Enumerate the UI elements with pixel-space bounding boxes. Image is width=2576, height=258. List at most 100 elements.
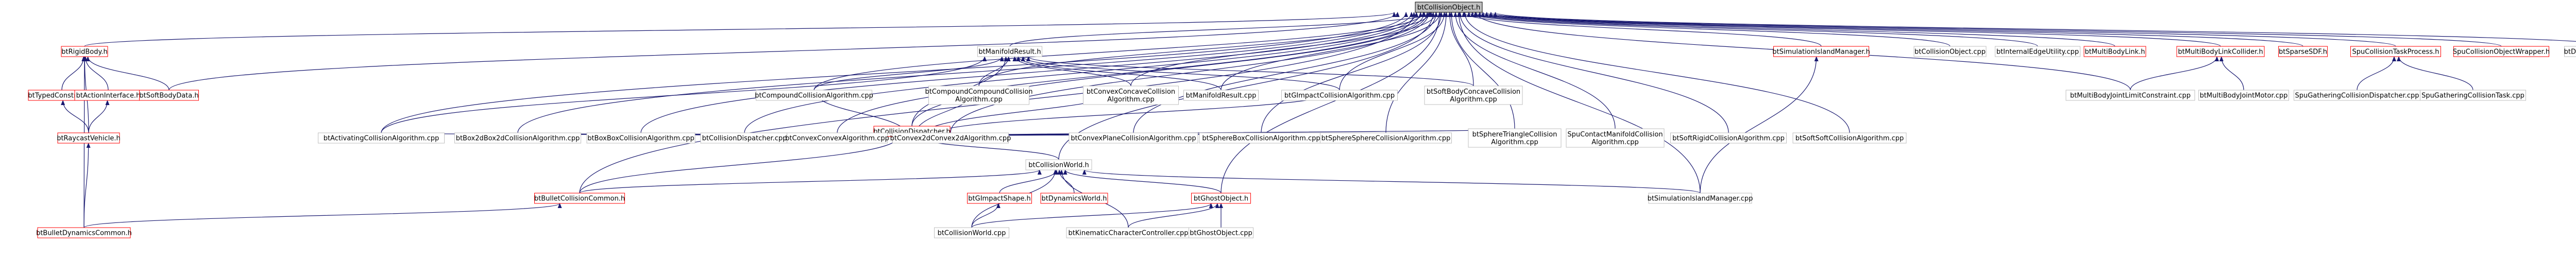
file-node[interactable]: btRigidBody.h (61, 46, 108, 57)
node-label: SpuGatheringCollisionTask.cpp (2421, 92, 2524, 100)
file-node[interactable]: btCollisionDispatcher.cpp (700, 132, 789, 144)
file-node[interactable]: btDefaultSoftBodySolver.cpp (2564, 46, 2576, 57)
node-label: btGhostObject.cpp (1190, 230, 1252, 237)
file-node[interactable]: btCollisionObject.cpp (1913, 46, 1987, 57)
node-box (2564, 46, 2576, 57)
dependency-edge (1449, 12, 1515, 129)
node-label: btMultiBodyLinkCollider.h (2178, 48, 2263, 56)
file-node[interactable]: btSphereBoxCollisionAlgorithm.cpp (1199, 132, 1324, 144)
file-node[interactable]: btSphereSphereCollisionAlgorithm.cpp (1320, 132, 1452, 144)
dependency-edge (1016, 56, 1222, 91)
dependency-edge (381, 12, 1408, 133)
dependency-edge (1462, 12, 1822, 47)
node-box (2278, 46, 2328, 57)
node-box (1415, 2, 1483, 13)
file-node[interactable]: btCollisionWorld.cpp (934, 227, 1009, 238)
dependency-edge (1130, 12, 1438, 87)
file-node[interactable]: btDynamicsWorld.h (1040, 193, 1108, 204)
file-node[interactable]: btSimulationIslandManager.cpp (1648, 193, 1753, 204)
file-node[interactable]: btSoftSoftCollisionAlgorithm.cpp (1792, 132, 1907, 144)
node-label: btRaycastVehicle.h (57, 135, 121, 143)
file-node[interactable]: btGhostObject.cpp (1189, 227, 1253, 238)
node-box (61, 46, 108, 57)
node-label: btCollisionWorld.cpp (938, 230, 1006, 237)
node-label: btConvexConvexAlgorithm.cpp (785, 135, 889, 143)
file-node[interactable]: SpuCollisionObjectWrapper.h (2453, 46, 2550, 57)
node-box (1648, 193, 1752, 204)
node-label: btSoftRigidCollisionAlgorithm.cpp (1672, 135, 1785, 143)
file-node[interactable]: btBox2dBox2dCollisionAlgorithm.cpp (454, 132, 581, 144)
node-box (1189, 227, 1253, 238)
dependency-edge (1261, 12, 1444, 133)
node-box (1566, 128, 1665, 148)
node-box (1670, 132, 1787, 144)
node-box (756, 90, 872, 101)
file-node[interactable]: btMultiBodyLink.h (2083, 46, 2146, 57)
dependency-edge (1021, 56, 1340, 91)
file-node[interactable]: btBulletDynamicsCommon.h (36, 227, 132, 238)
file-node[interactable]: btManifoldResult.cpp (1183, 90, 1259, 101)
node-label-line: Algorithm.cpp (1591, 139, 1638, 146)
file-node[interactable]: btCollisionWorld.h (1025, 159, 1092, 170)
file-node[interactable]: btGImpactCollisionAlgorithm.cpp (1281, 90, 1398, 101)
node-box (1792, 132, 1907, 144)
file-node[interactable]: btConvexPlaneCollisionAlgorithm.cpp (1069, 132, 1198, 144)
node-box (1040, 193, 1108, 204)
file-node[interactable]: btBoxBoxCollisionAlgorithm.cpp (586, 132, 696, 144)
file-node[interactable]: btManifoldResult.h (977, 46, 1042, 57)
dependency-edge (1467, 12, 1951, 47)
node-box (1773, 46, 1869, 57)
file-node[interactable]: btSoftBodyData.h (139, 90, 199, 101)
node-label: btCollisionDispatcher.cpp (702, 135, 787, 143)
node-box (586, 132, 696, 144)
file-node[interactable]: btGhostObject.h (1191, 193, 1251, 204)
node-label: btBulletCollisionCommon.h (534, 195, 625, 203)
dependency-edge (61, 100, 89, 133)
file-node[interactable]: btConvex2dConvex2dAlgorithm.cpp (890, 132, 1011, 144)
file-node[interactable]: btActivatingCollisionAlgorithm.cpp (318, 132, 445, 144)
node-label: btInternalEdgeUtility.cpp (1996, 48, 2079, 56)
file-node[interactable]: btKinematicCharacterController.cpp (1066, 227, 1191, 238)
dependency-edge (1456, 12, 1701, 194)
dependency-edge (83, 143, 91, 228)
node-label: btConvex2dConvex2dAlgorithm.cpp (890, 135, 1011, 143)
file-node[interactable]: btMultiBodyLinkCollider.h (2176, 46, 2265, 57)
file-node[interactable]: btActionInterface.h (74, 90, 142, 101)
dependency-edge (1063, 169, 1222, 194)
node-box (2176, 46, 2265, 57)
file-node[interactable]: btInternalEdgeUtility.cpp (1995, 46, 2080, 57)
file-node[interactable]: btCompoundCollisionAlgorithm.cpp (755, 90, 873, 101)
dependency-edge (86, 56, 170, 91)
file-node[interactable]: btBulletCollisionCommon.h (534, 193, 625, 204)
file-node[interactable]: btMultiBodyJointMotor.cpp (2198, 90, 2289, 101)
dependency-edge (1478, 12, 2221, 47)
file-node[interactable]: SpuCollisionTaskProcess.h (2350, 46, 2441, 57)
dependency-edge (1458, 12, 1729, 133)
node-box (1183, 90, 1259, 101)
file-node[interactable]: btSimulationIslandManager.h (1772, 46, 1870, 57)
node-box (934, 227, 1009, 238)
file-node[interactable]: btSparseSDF.h (2278, 46, 2328, 57)
dependency-edge (999, 169, 1059, 194)
file-node[interactable]: btGImpactShape.h (967, 193, 1032, 204)
file-node[interactable]: SpuGatheringCollisionDispatcher.cpp (2294, 90, 2420, 101)
file-node[interactable]: btRaycastVehicle.h (57, 132, 121, 144)
file-node[interactable]: btConvexConvexAlgorithm.cpp (785, 132, 889, 144)
node-box (928, 85, 1029, 105)
file-node[interactable]: btMultiBodyJointLimitConstraint.cpp (2065, 90, 2195, 101)
node-label: btBoxBoxCollisionAlgorithm.cpp (587, 135, 694, 143)
node-label: btSimulationIslandManager.h (1772, 48, 1870, 56)
file-node[interactable]: btSoftRigidCollisionAlgorithm.cpp (1670, 132, 1787, 144)
node-label: btBox2dBox2dCollisionAlgorithm.cpp (456, 135, 580, 143)
file-node[interactable]: SpuGatheringCollisionTask.cpp (2420, 90, 2526, 101)
node-layer: btCollisionObject.hbtRigidBody.hbtTypedC… (28, 2, 2576, 238)
dependency-edge (1473, 12, 2115, 47)
